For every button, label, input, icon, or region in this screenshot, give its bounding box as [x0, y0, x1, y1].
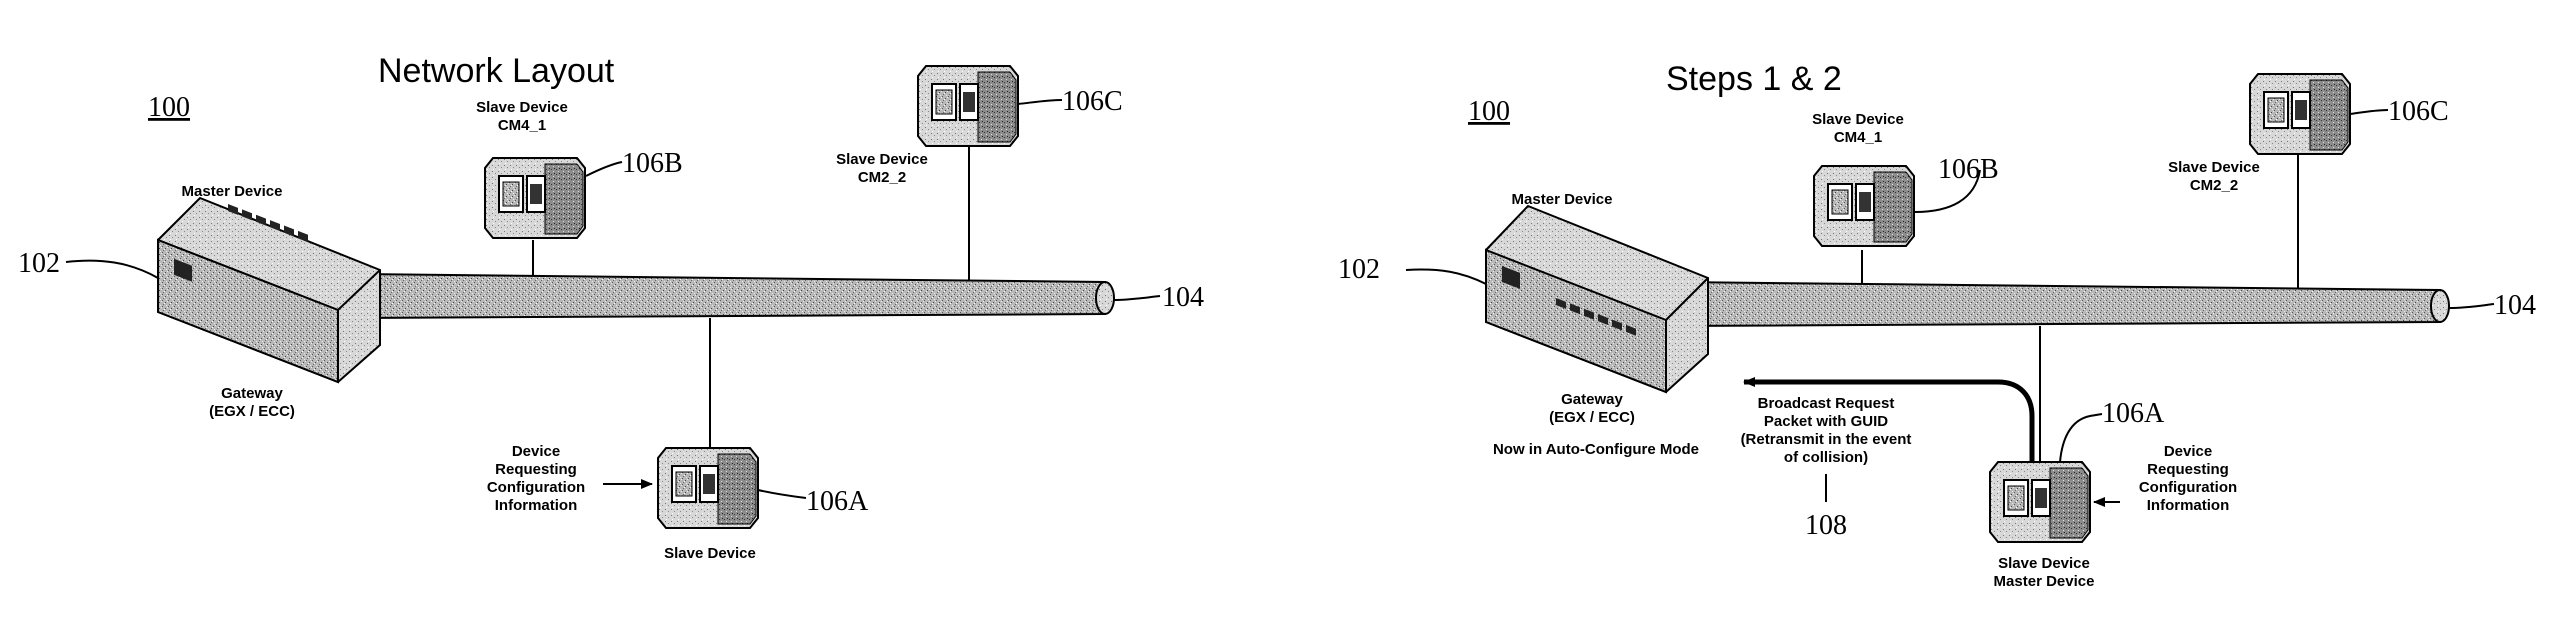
requesting-line3: Configuration	[487, 479, 585, 496]
slave-a-label-line1: Slave Device	[1998, 555, 2090, 572]
ref-106a: 106A	[2102, 398, 2165, 429]
slave-b-label-line1: Slave Device	[1812, 111, 1904, 128]
requesting-line1: Device	[2164, 443, 2212, 460]
leader-106a	[758, 490, 806, 498]
leader-106c	[1018, 100, 1062, 104]
right-panel: Steps 1 & 2 100	[1338, 60, 2536, 590]
ref-108: 108	[1805, 510, 1847, 541]
ref-106b: 106B	[1938, 154, 1999, 185]
leader-106a	[2060, 414, 2102, 462]
slave-device-106c	[918, 66, 1018, 146]
gateway-label-line2: (EGX / ECC)	[209, 403, 295, 420]
master-device-102	[158, 198, 380, 382]
slave-c-label-line1: Slave Device	[836, 151, 928, 168]
leader-104	[1114, 296, 1160, 300]
slave-device-106b	[1814, 166, 1914, 246]
slave-a-label: Slave Device	[664, 545, 756, 562]
network-bus-104	[355, 274, 1114, 318]
slave-device-106a	[658, 448, 758, 528]
figure-ref: 100	[1468, 96, 1510, 127]
slave-c-label-line1: Slave Device	[2168, 159, 2260, 176]
ref-104: 104	[1162, 282, 1204, 313]
slave-c-label-line2: CM2_2	[858, 169, 906, 186]
ref-104: 104	[2494, 290, 2536, 321]
gateway-label-line1: Gateway	[1561, 391, 1623, 408]
slave-b-label-line2: CM4_1	[1834, 129, 1882, 146]
slave-device-106b	[485, 158, 585, 238]
master-device-label: Master Device	[182, 183, 283, 200]
requesting-line4: Information	[2147, 497, 2230, 514]
network-bus-104	[1676, 282, 2449, 326]
broadcast-line2: Packet with GUID	[1764, 413, 1888, 430]
ref-106c: 106C	[2388, 96, 2449, 127]
broadcast-line3: (Retransmit in the event	[1741, 431, 1912, 448]
slave-device-106a	[1990, 462, 2090, 542]
ref-106a: 106A	[806, 486, 869, 517]
leader-102	[1406, 270, 1486, 284]
leader-106c	[2350, 110, 2388, 114]
ref-106c: 106C	[1062, 86, 1123, 117]
master-device-102	[1486, 206, 1708, 392]
slave-b-label-line1: Slave Device	[476, 99, 568, 116]
auto-configure-note: Now in Auto-Configure Mode	[1493, 441, 1699, 458]
requesting-line4: Information	[495, 497, 578, 514]
gateway-label-line1: Gateway	[221, 385, 283, 402]
slave-c-label-line2: CM2_2	[2190, 177, 2238, 194]
leader-104	[2449, 304, 2494, 308]
requesting-line2: Requesting	[2147, 461, 2229, 478]
gateway-label-line2: (EGX / ECC)	[1549, 409, 1635, 426]
master-device-label: Master Device	[1512, 191, 1613, 208]
ref-102: 102	[18, 248, 60, 279]
panel-title: Steps 1 & 2	[1666, 60, 1842, 98]
leader-102	[66, 261, 158, 278]
slave-device-106c	[2250, 74, 2350, 154]
requesting-line3: Configuration	[2139, 479, 2237, 496]
ref-102: 102	[1338, 254, 1380, 285]
ref-106b: 106B	[622, 148, 683, 179]
broadcast-line1: Broadcast Request	[1758, 395, 1895, 412]
left-panel: Network Layout 100 Mas	[18, 52, 1204, 562]
broadcast-line4: of collision)	[1784, 449, 1868, 466]
requesting-line1: Device	[512, 443, 560, 460]
leader-106b	[586, 162, 622, 176]
figure-ref: 100	[148, 92, 190, 123]
slave-b-label-line2: CM4_1	[498, 117, 546, 134]
panel-title: Network Layout	[378, 52, 615, 90]
requesting-line2: Requesting	[495, 461, 577, 478]
slave-a-label-line2: Master Device	[1994, 573, 2095, 590]
